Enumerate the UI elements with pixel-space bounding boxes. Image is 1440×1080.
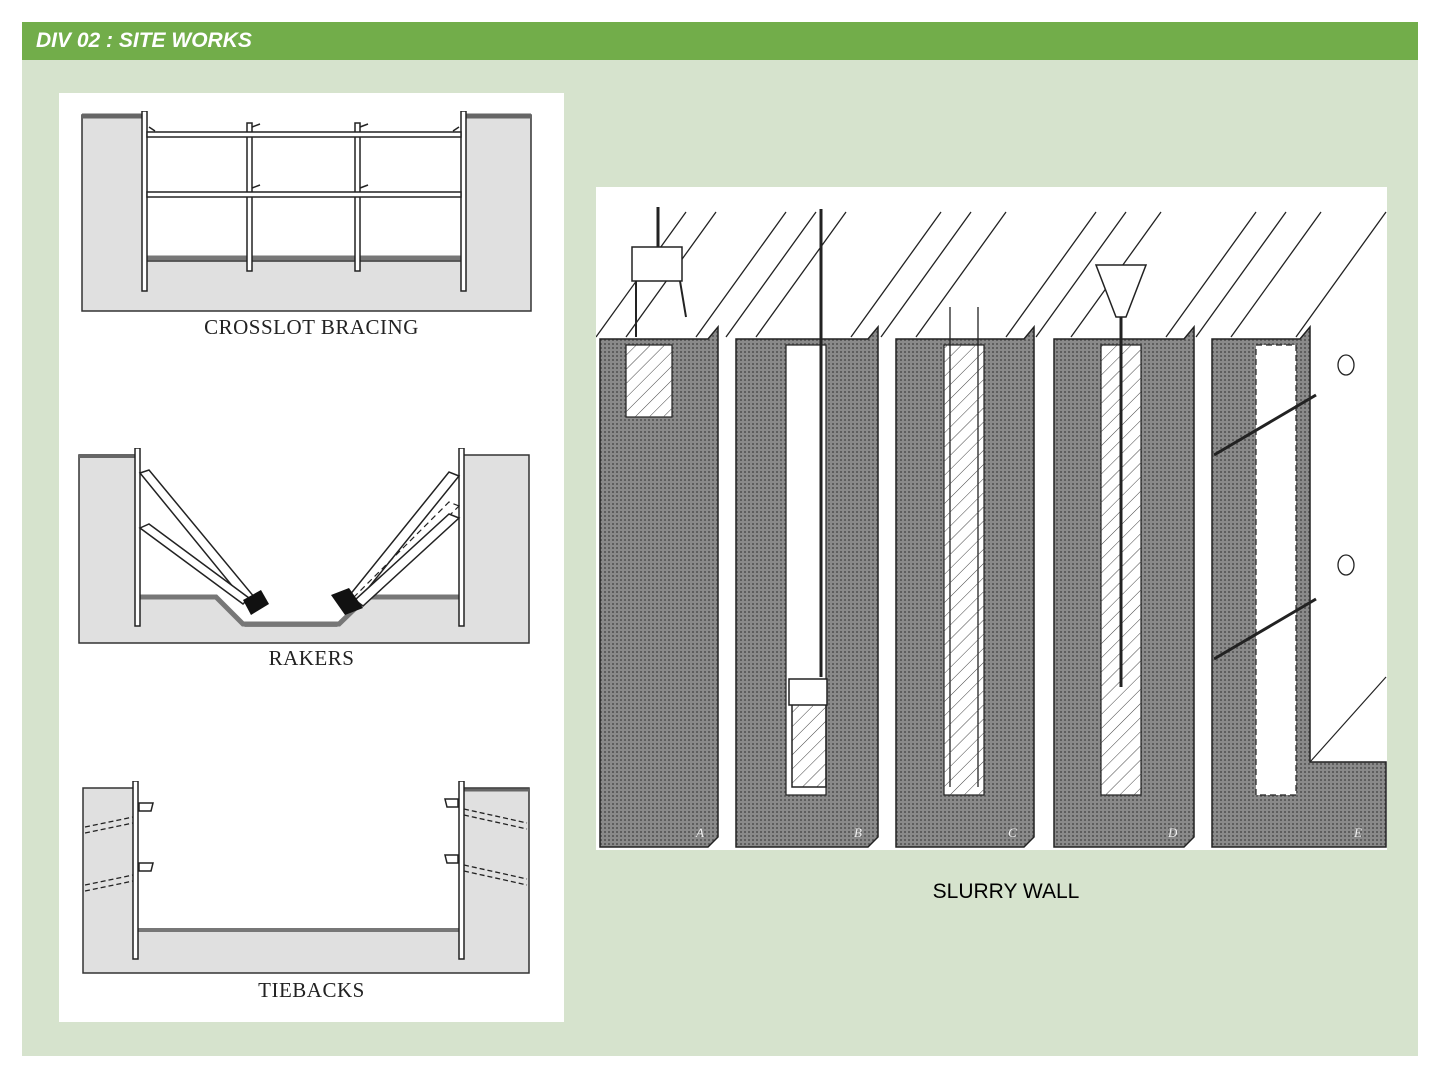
rakers-caption: RAKERS (268, 646, 355, 670)
slurry-wall-caption: SLURRY WALL (932, 880, 1080, 903)
stage-label-b: B (854, 825, 862, 840)
tiebacks-caption: TIEBACKS (258, 978, 365, 1002)
stage-label-d: D (1167, 825, 1178, 840)
tiebacks-diagram (81, 781, 536, 981)
header-bar: DIV 02 : SITE WORKS (22, 22, 1418, 60)
slurry-stage-b: B (735, 209, 879, 848)
stage-label-c: C (1008, 825, 1017, 840)
stage-label-e: E (1353, 825, 1362, 840)
slurry-stage-e: E (1211, 324, 1387, 848)
shoring-methods-card: CROSSLOT BRACING RAKERS (59, 93, 564, 1022)
rakers-diagram (77, 448, 532, 648)
slurry-stage-a: A (599, 207, 719, 848)
slurry-stage-d: D (1053, 264, 1195, 848)
crosslot-bracing-caption: CROSSLOT BRACING (204, 315, 419, 339)
stage-label-a: A (695, 825, 704, 840)
slurry-wall-figure: A B C D (595, 187, 1387, 850)
crosslot-bracing-diagram (79, 111, 534, 316)
slurry-stage-c: C (895, 307, 1035, 848)
page-title: DIV 02 : SITE WORKS (36, 29, 252, 52)
